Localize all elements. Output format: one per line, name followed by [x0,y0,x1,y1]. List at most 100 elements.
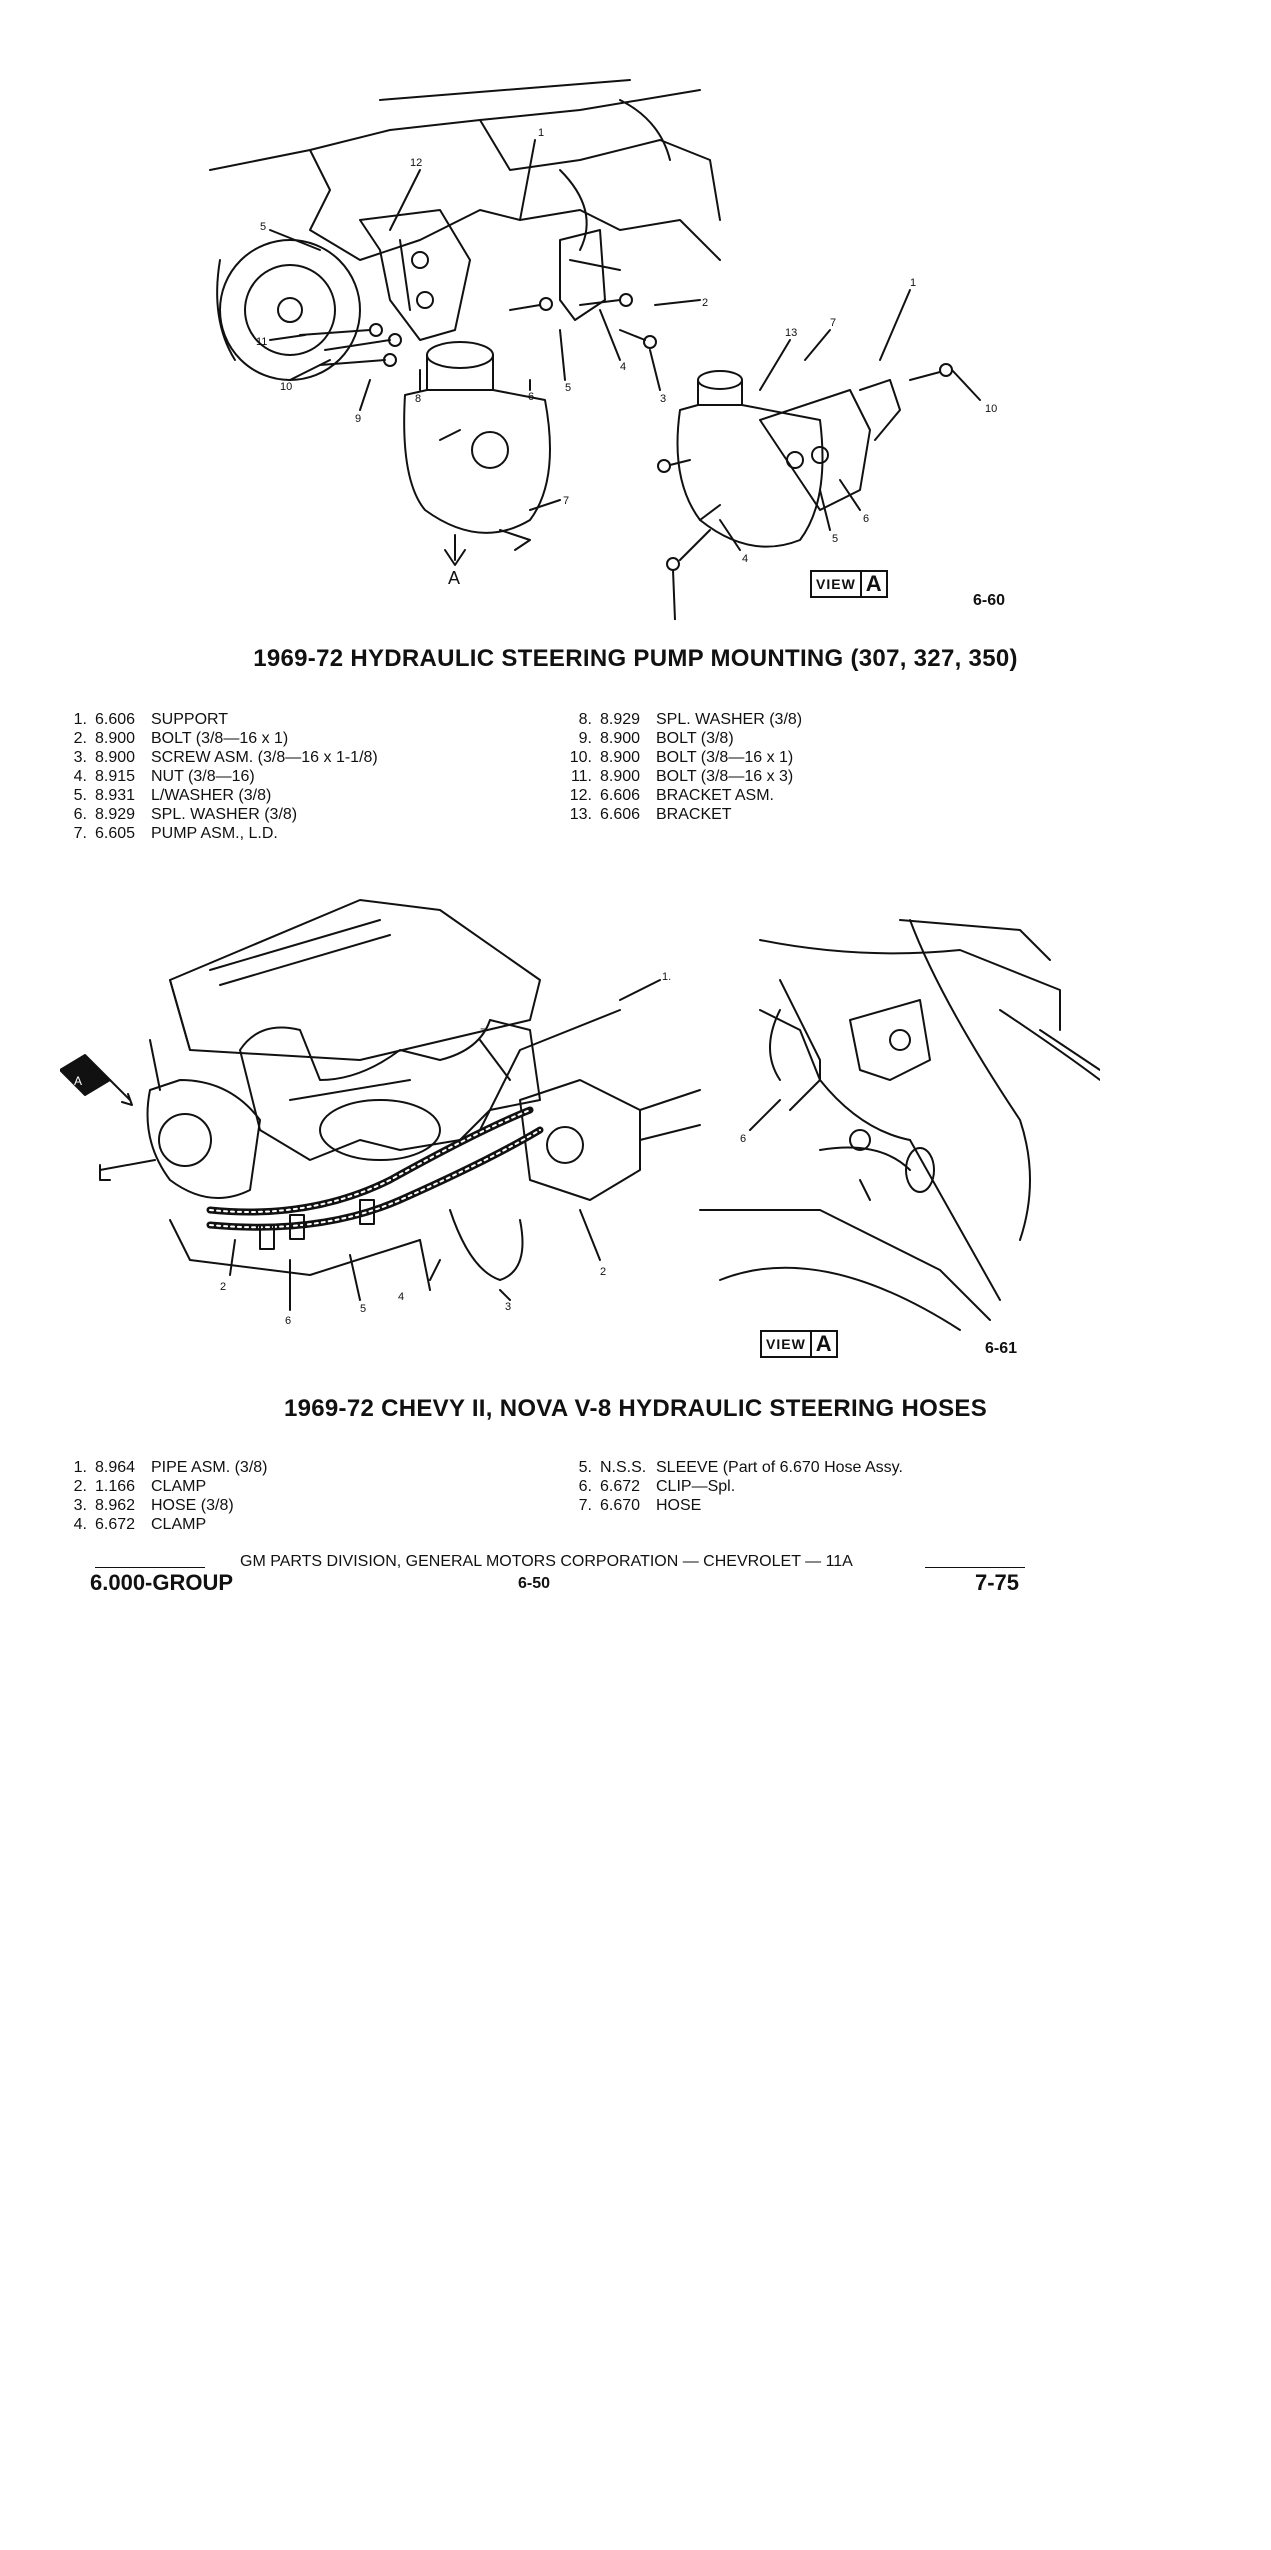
part-n: 7. [578,1497,592,1514]
parts-list-row: 5. 8.931 L/WASHER (3/8) [55,786,378,805]
part-code: 8.915 [95,768,136,785]
part-n: 6. [73,806,87,823]
parts-list-row: 5. N.S.S. SLEEVE (Part of 6.670 Hose Assy. [560,1458,903,1477]
part-n: 6. [578,1478,592,1495]
part-desc: BOLT (3/8) [656,730,734,747]
parts-legend-fig2-right: 5. N.S.S. SLEEVE (Part of 6.670 Hose Assy.… [560,1458,903,1515]
view-label: VIEW [816,576,856,592]
part-n: 2. [73,730,87,747]
part-code: 8.900 [600,768,641,785]
callout-13-view: 13 [785,327,797,339]
parts-list-row: 2. 1.166 CLAMP [55,1477,267,1496]
part-code: 6.606 [600,806,641,823]
figure-number-6-61: 6-61 [985,1340,1018,1357]
footer-publisher: GM PARTS DIVISION, GENERAL MOTORS CORPOR… [240,1553,853,1570]
part-desc: SPL. WASHER (3/8) [151,806,298,823]
callout-5-view: 5 [832,533,838,545]
callout-10: 10 [280,381,292,393]
part-code: 6.670 [600,1497,641,1514]
part-desc: SUPPORT [151,711,229,728]
part-desc: HOSE [656,1497,702,1514]
part-desc: NUT (3/8—16) [151,768,255,785]
callout-11: 11 [256,336,267,348]
part-code: 8.931 [95,787,136,804]
figure-number-6-60: 6-60 [973,592,1006,609]
part-n: 8. [578,711,592,728]
figure-steering-hoses-illustration: 1. 7 2 3 4 5 6 2 6 A [60,880,1100,1350]
part-n: 12. [569,787,592,804]
part-n: 1. [73,1459,87,1476]
part-n: 4. [73,1516,87,1533]
parts-list-row: 4. 8.915 NUT (3/8—16) [55,767,378,786]
part-n: 5. [578,1459,592,1476]
hose-callout-6: 6 [285,1315,291,1327]
hose-callout-2b: 2 [220,1281,226,1293]
parts-list-row: 7. 6.670 HOSE [560,1496,903,1515]
part-code: 8.900 [95,749,136,766]
footer-page-number: 6-50 [518,1575,551,1592]
part-code: 8.900 [600,730,641,747]
part-code: 8.929 [600,711,641,728]
figure-title-steering-hoses: 1969-72 CHEVY II, NOVA V-8 HYDRAULIC STE… [283,1395,988,1422]
part-n: 4. [73,768,87,785]
callout-5b: 5 [260,221,266,233]
parts-list-row: 11. 8.900 BOLT (3/8—16 x 3) [560,767,802,786]
part-n: 7. [73,825,87,842]
part-code: 6.672 [600,1478,641,1495]
hose-callout-7: 7 [480,1027,486,1039]
part-desc: HOSE (3/8) [151,1497,234,1514]
part-code: 8.900 [95,730,136,747]
callout-10-view: 10 [985,403,997,415]
part-desc: CLIP—Spl. [656,1478,736,1495]
part-desc: SLEEVE (Part of 6.670 Hose Assy. [656,1459,903,1476]
part-code: 6.606 [95,711,136,728]
part-code: 8.900 [600,749,641,766]
part-n: 11. [570,768,592,785]
part-code: N.S.S. [600,1459,647,1476]
hose-callout-5: 5 [360,1303,366,1315]
part-desc: L/WASHER (3/8) [151,787,272,804]
part-n: 10. [569,749,592,766]
callout-2: 2 [702,297,708,309]
parts-list-row: 4. 6.672 CLAMP [55,1515,267,1534]
part-n: 3. [73,749,87,766]
footer-rule-left [95,1567,205,1568]
callout-5: 5 [565,382,571,394]
part-desc: CLAMP [151,1516,207,1533]
part-code: 6.672 [95,1516,136,1533]
part-n: 3. [73,1497,87,1514]
hose-callout-6-view: 6 [740,1133,746,1145]
view-a-box-fig2: VIEW A [760,1330,838,1358]
part-n: 5. [73,787,87,804]
parts-list-row: 12. 6.606 BRACKET ASM. [560,786,802,805]
part-n: 2. [73,1478,87,1495]
footer-group: 6.000-GROUP [90,1570,234,1595]
parts-list-row: 3. 8.900 SCREW ASM. (3/8—16 x 1-1/8) [55,748,378,767]
part-desc: BRACKET ASM. [656,787,774,804]
part-code: 6.606 [600,787,641,804]
view-a-box-fig1: VIEW A [810,570,888,598]
part-code: 1.166 [95,1478,136,1495]
part-desc: PUMP ASM., L.D. [151,825,278,842]
callout-8: 8 [415,393,421,405]
view-label-fig2: VIEW [766,1336,806,1352]
part-code: 8.929 [95,806,136,823]
part-desc: BOLT (3/8—16 x 1) [151,730,289,747]
part-desc: BOLT (3/8—16 x 3) [656,768,794,785]
callout-3: 3 [660,393,666,405]
callout-4: 4 [620,361,626,373]
arrow-label-a: A [448,568,460,588]
callout-1: 1 [538,127,544,139]
parts-list-row: 6. 8.929 SPL. WASHER (3/8) [55,805,378,824]
part-desc: CLAMP [151,1478,207,1495]
parts-list-row: 2. 8.900 BOLT (3/8—16 x 1) [55,729,378,748]
part-desc: SCREW ASM. (3/8—16 x 1-1/8) [151,749,378,766]
part-n: 13. [569,806,592,823]
